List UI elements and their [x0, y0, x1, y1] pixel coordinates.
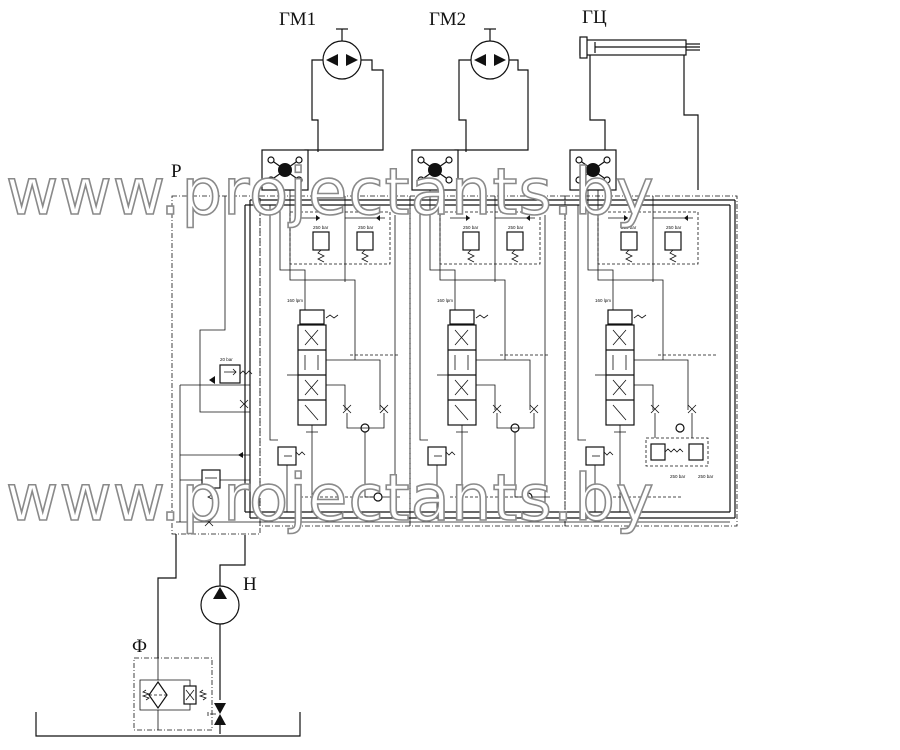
- section-2: 250 bar 250 bar 160 lpm: [411, 149, 550, 512]
- section-1: 250 bar 250 bar 160 lpm: [261, 149, 400, 512]
- pump-h: [200, 535, 246, 734]
- relief-main-setting: 20 bar: [220, 357, 233, 362]
- section1-relief-b: 250 bar: [358, 225, 374, 230]
- motor-gm1: [304, 28, 384, 155]
- cylinder-gc: [579, 36, 700, 190]
- section2-flow: 160 lpm: [437, 298, 453, 303]
- label-pump: Н: [243, 574, 257, 595]
- section-3: 250 bar 250 bar 160 lpm 250 bar 250 bar: [569, 149, 718, 512]
- section3-lock-b: 250 bar: [698, 474, 714, 479]
- label-gm2: ГМ2: [429, 9, 466, 30]
- label-filter: Ф: [132, 636, 147, 657]
- tank: [35, 712, 301, 737]
- label-gm1: ГМ1: [279, 9, 316, 30]
- section1-relief-a: 250 bar: [313, 225, 329, 230]
- watermark-bottom: www.projectants.by: [6, 462, 655, 536]
- section3-relief-b: 250 bar: [666, 225, 682, 230]
- label-distributor: Р: [171, 161, 182, 182]
- section1-flow: 160 lpm: [287, 298, 303, 303]
- section3-flow: 160 lpm: [595, 298, 611, 303]
- label-gc: ГЦ: [582, 7, 607, 28]
- watermark-top: www.projectants.by: [6, 156, 655, 230]
- section3-relief-a: 250 bar: [621, 225, 637, 230]
- section3-lock-a: 250 bar: [670, 474, 686, 479]
- section2-relief-a: 250 bar: [463, 225, 479, 230]
- section2-relief-b: 250 bar: [508, 225, 524, 230]
- motor-gm2: [454, 28, 529, 155]
- filter-f: [133, 534, 213, 731]
- distributor-block: 20 bar: [171, 195, 738, 535]
